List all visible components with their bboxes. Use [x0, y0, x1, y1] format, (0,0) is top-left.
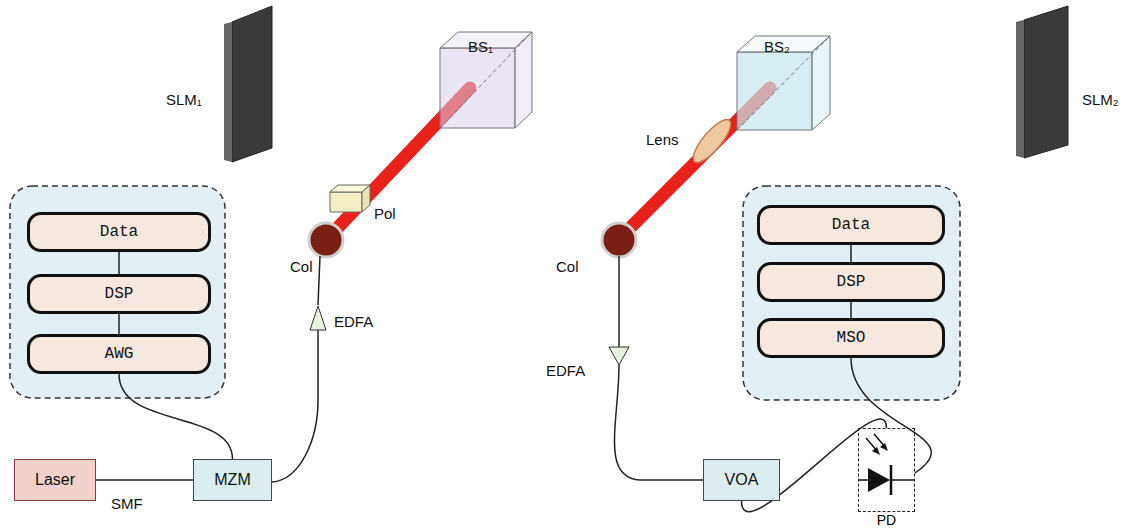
photodiode-symbol [858, 434, 915, 495]
fiber [618, 256, 620, 347]
connector [119, 374, 233, 459]
edfa-symbol [609, 347, 629, 365]
collimator [309, 223, 343, 257]
node-label: MZM [214, 471, 250, 489]
fiber [614, 365, 703, 480]
laser-beam [268, 78, 1020, 92]
part-label: Lens [646, 131, 679, 148]
process-box: DSP [27, 274, 211, 314]
part-label: Col [290, 258, 313, 275]
node-label: PD [877, 512, 896, 528]
collimator [602, 223, 636, 257]
connector [118, 314, 120, 334]
slm-side [224, 22, 232, 162]
connector [850, 302, 852, 318]
part-label: BS₂ [764, 38, 790, 55]
lens [688, 115, 736, 168]
part-label: SLM₁ [166, 91, 202, 108]
node-label: Data [100, 223, 138, 241]
connector [850, 245, 852, 262]
process-box: AWG [27, 334, 211, 374]
polarizer [330, 185, 370, 212]
part-label: Pol [374, 205, 396, 222]
node-label: MSO [837, 329, 866, 347]
node-label: Data [832, 216, 870, 234]
device-box: MZM [193, 459, 272, 501]
node-label: AWG [105, 345, 134, 363]
node-label: Laser [35, 471, 75, 489]
node-label: DSP [837, 273, 866, 291]
part-label: Col [556, 258, 579, 275]
tx-panel [10, 186, 225, 398]
fiber [318, 256, 320, 305]
part-label: SMF [111, 495, 143, 512]
edfa-symbol [310, 306, 326, 330]
device-box: VOA [703, 459, 780, 501]
photodiode-box: PD [858, 428, 915, 512]
connector [96, 479, 193, 481]
connector [851, 358, 931, 473]
process-box: DSP [757, 262, 945, 302]
fiber [272, 330, 318, 482]
node-label: DSP [105, 285, 134, 303]
slm-panel [1024, 6, 1068, 158]
process-box: Data [757, 205, 945, 245]
part-label: EDFA [546, 362, 585, 379]
connector [118, 252, 120, 274]
part-label: EDFA [334, 313, 373, 330]
part-label: BS₁ [468, 38, 493, 55]
beam-splitter [440, 32, 532, 128]
beam-splitter [737, 36, 830, 130]
process-box: MSO [757, 318, 945, 358]
node-label: VOA [725, 471, 759, 489]
process-box: Data [27, 212, 211, 252]
device-box: Laser [14, 459, 96, 501]
part-label: SLM₂ [1082, 91, 1119, 108]
